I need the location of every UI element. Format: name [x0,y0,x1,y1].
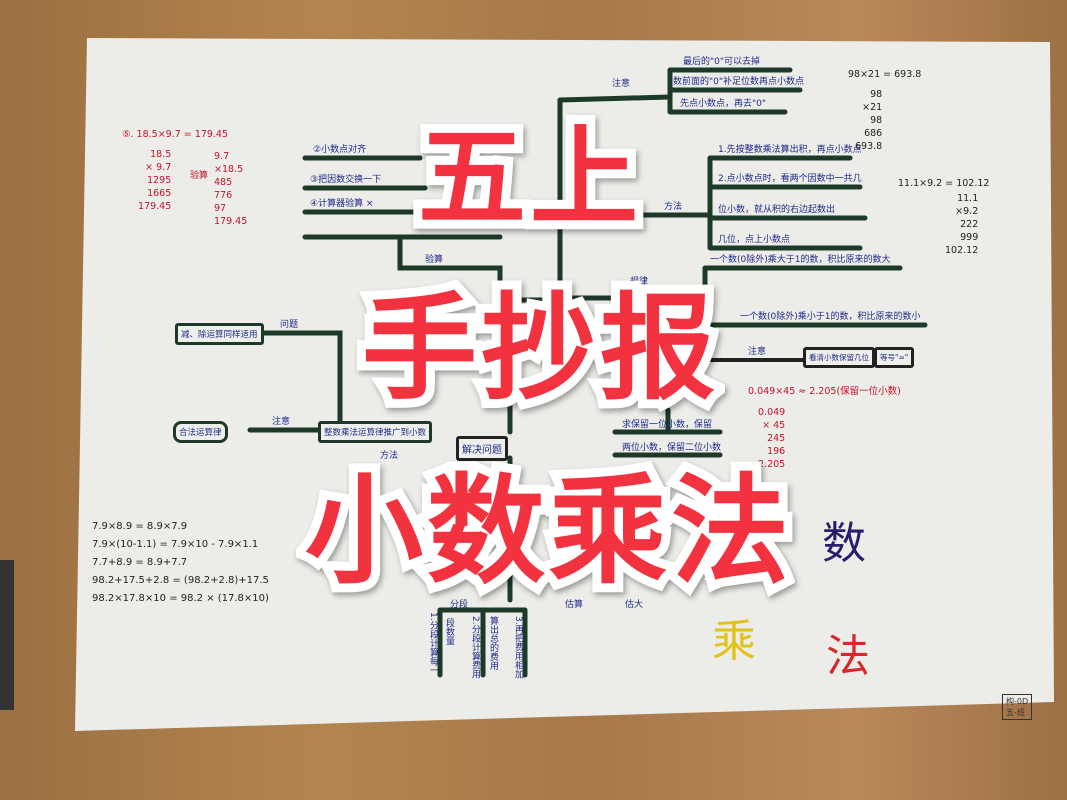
note: 先点小数点，再去"0" [680,99,767,109]
overlay-title-line2: 手抄报 [353,282,724,416]
note: 1.分段计算每一 [428,612,438,675]
label-check: 验算 [425,255,444,265]
note: 求保留一位小数，保留 [622,420,713,430]
label-attention-right: 注意 [748,347,767,357]
box-attention-right-1: 看清小数保留几位 [803,347,875,368]
branch-round [612,407,723,458]
note: 估大 [625,600,644,610]
box-problem: 减、除运算同样适用 [175,323,264,345]
note: 最后的"0"可以去掉 [683,57,761,67]
decor-char-fa: 法 [826,631,870,682]
edge-object [0,560,14,710]
decor-char-shu: 数 [822,518,866,569]
decor-char-cheng: 乘 [712,616,756,667]
box-attention-right-2: 等号"≈" [874,347,915,368]
note: 3.再把费用相加 [513,616,523,679]
branch-left [247,330,343,433]
check-mark-text: 验算 [190,171,209,181]
note: 1.先按整数乘法算出积，再点小数点 [718,145,862,155]
box-attention-left: 合法运算律 [173,421,228,443]
overlay-title-line3: 小数乘法 [296,462,798,600]
box-extend: 整数乘法运算律推广到小数 [318,421,433,443]
note: 段数量 [444,618,454,645]
equation-red-right: 0.049×45 ≈ 2.205(保留一位小数) [748,386,901,397]
note: 一个数(0除外)乘小于1的数，积比原来的数小 [740,312,921,322]
equation-top-right-1: 98×21 = 693.8 [848,69,922,80]
note: 分段 [450,600,469,610]
label-problem: 问题 [280,320,299,330]
label-attention-left: 注意 [272,417,291,427]
label-rule: 规律 [630,277,649,287]
equation-red-title: ⑤. 18.5×9.7 = 179.45 [122,129,229,140]
note: 估算 [565,600,584,610]
branch-attention-top [557,67,803,115]
note: 数前面的"0"补足位数再点小数点 [673,77,805,87]
note: ④计算器验算 × [310,199,374,209]
note: ②小数点对齐 [313,145,367,155]
branch-method [557,155,868,251]
branch-rule [702,265,928,328]
note: 2.分段计算费用 [470,616,480,679]
label-attention-top: 注意 [612,79,631,89]
equation-top-right-2: 11.1×9.2 = 102.12 [898,178,990,189]
note: 算出总的费用 [488,616,498,670]
note: 几位，点上小数点 [718,235,791,245]
label-method-2: 方法 [380,451,399,461]
overlay-title-line1: 五上 [409,116,647,242]
mindmap-branches [247,67,928,678]
box-solve: 解决问题 [456,436,508,461]
note: 两位小数，保留二位小数 [622,443,722,453]
note: 2.点小数点时，看两个因数中一共几 [718,174,862,184]
branch-check [302,155,563,303]
note: 一个数(0除外)乘大于1的数，积比原来的数大 [710,255,891,265]
branch-bottom [437,607,528,678]
note: ③把因数交换一下 [310,175,382,185]
label-method: 方法 [664,202,683,212]
note: 位小数，就从积的右边起数出 [718,205,836,215]
